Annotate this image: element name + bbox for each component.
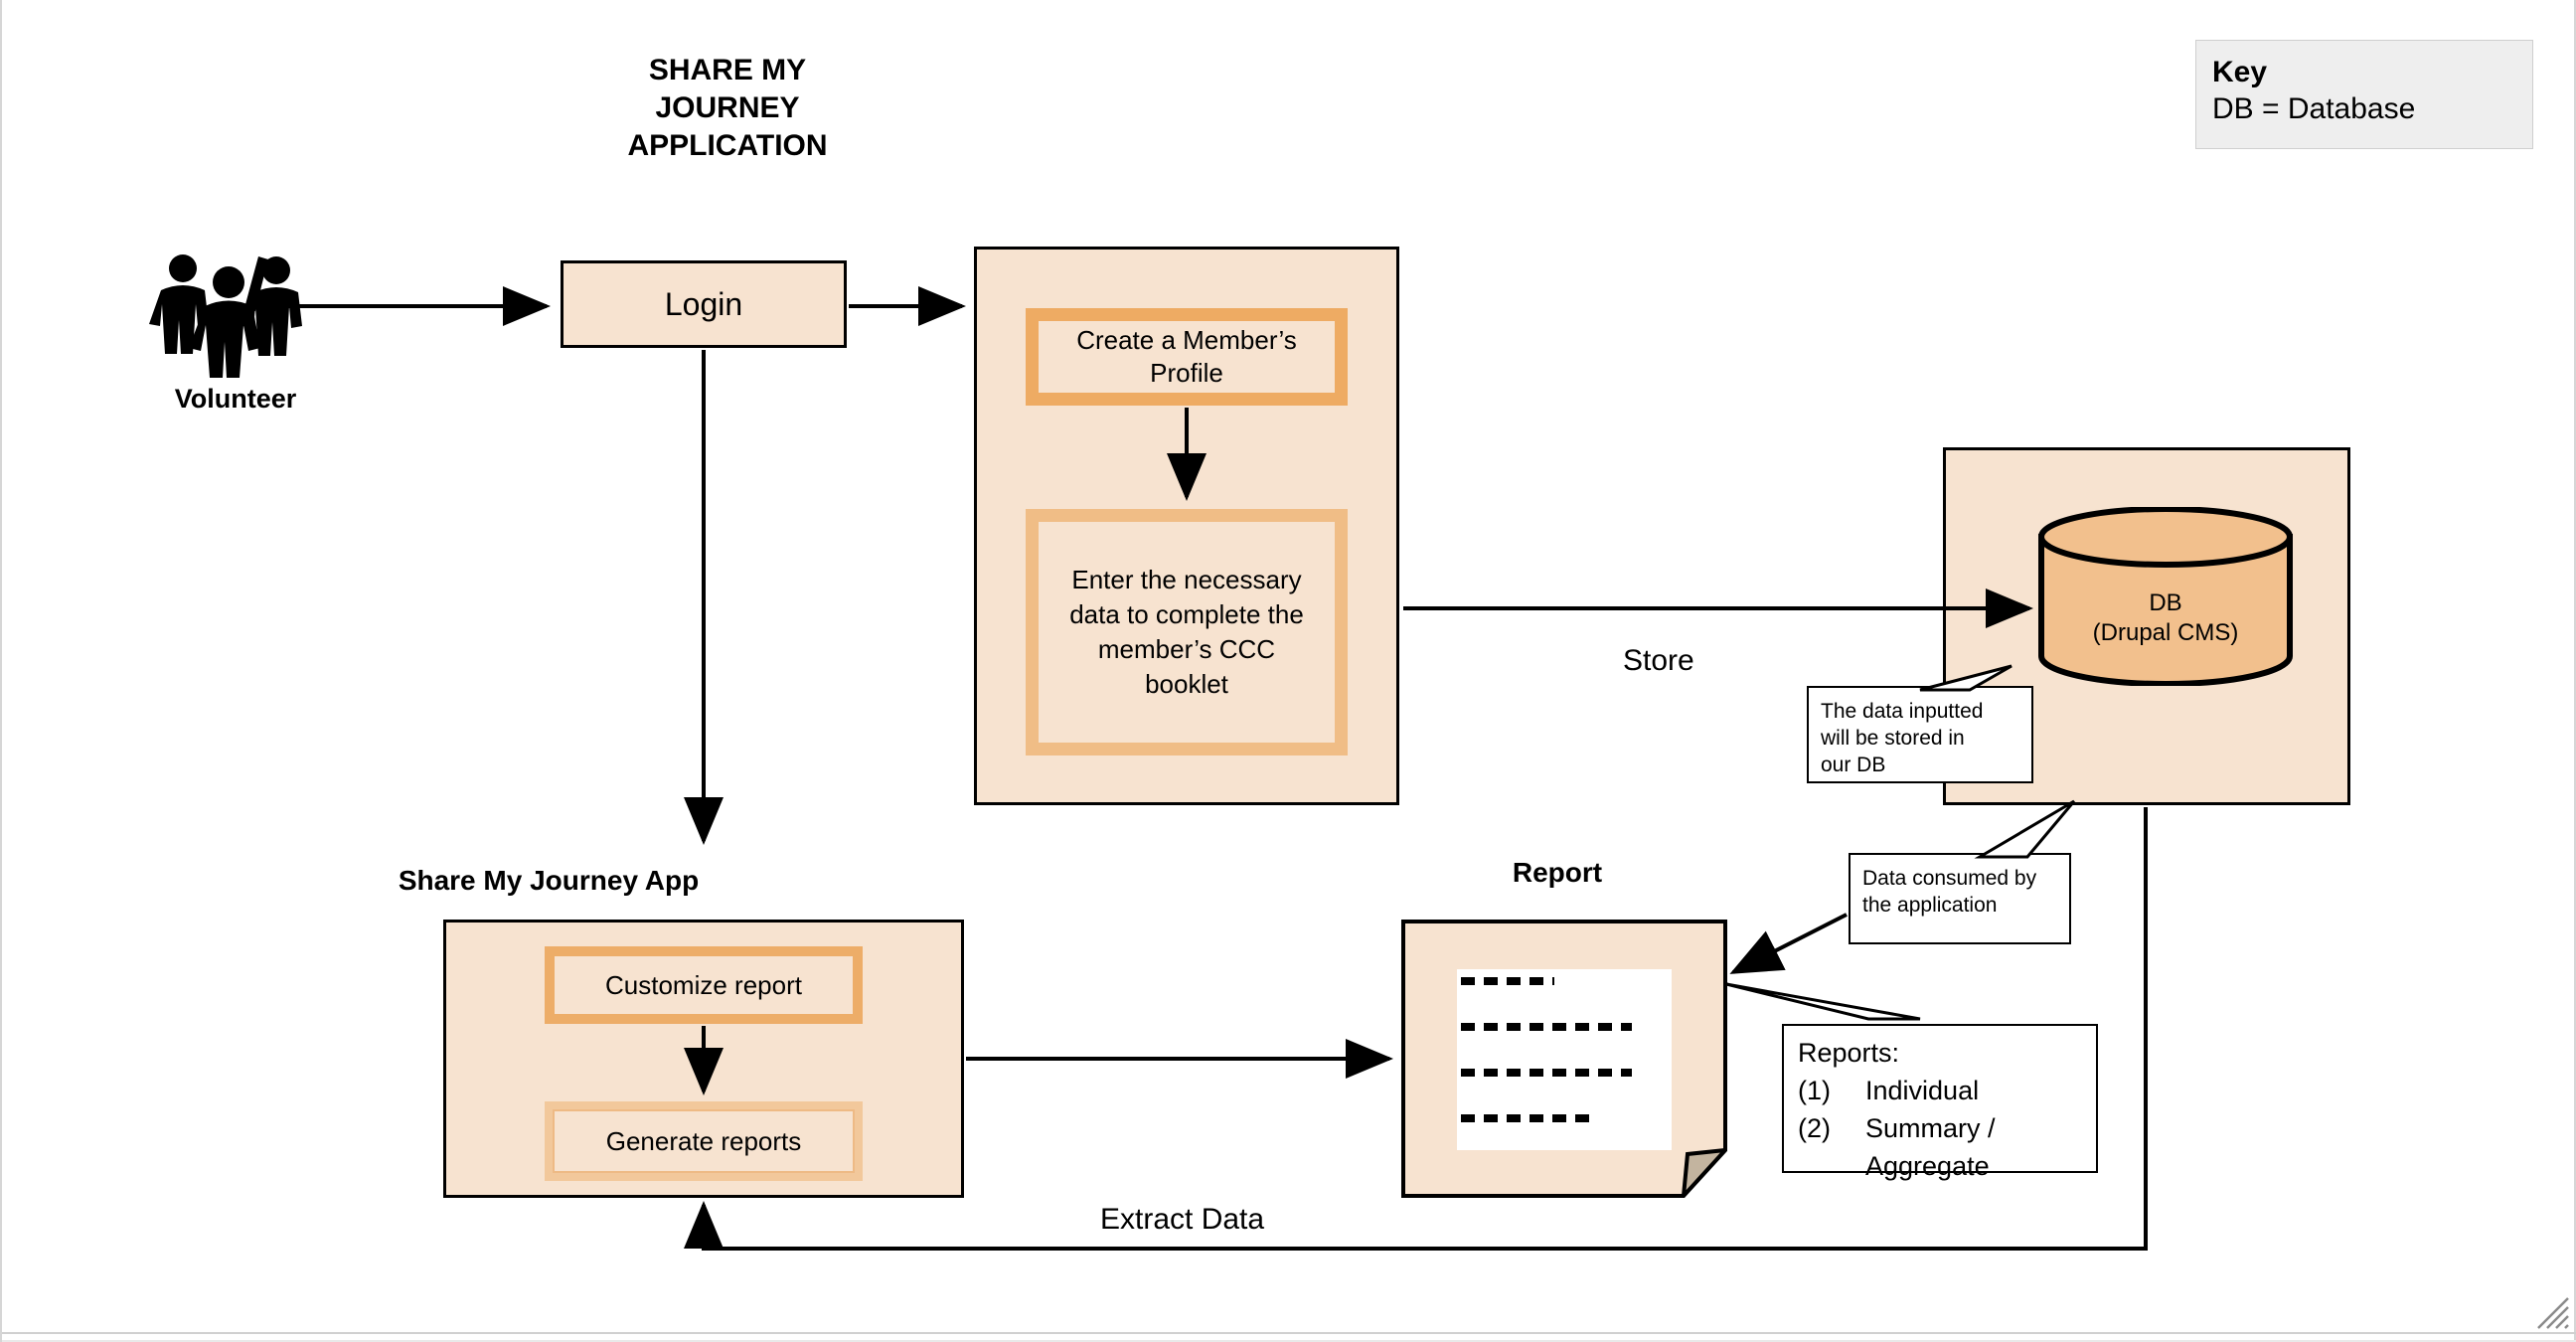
resize-grip-handle[interactable] (2536, 1296, 2570, 1330)
login-node[interactable]: Login (561, 260, 847, 348)
report-content-lines (1457, 969, 1676, 1158)
key-legend-box: Key DB = Database (2195, 40, 2533, 149)
reports-item-number: (2) (1798, 1113, 1831, 1143)
customize-report-node[interactable]: Customize report (545, 946, 863, 1024)
create-member-profile-label: Create a Member’s Profile (1076, 325, 1297, 388)
generate-reports-label: Generate reports (605, 1125, 802, 1156)
callout-consume-note: Data consumed by the application (1849, 853, 2071, 944)
key-heading: Key (2212, 56, 2268, 88)
volunteer-label: Volunteer (174, 384, 297, 414)
reports-item-text: Summary / Aggregate (1865, 1113, 1996, 1181)
callout-store-note: The data inputted will be stored in our … (1807, 686, 2033, 783)
key-definition: DB = Database (2212, 92, 2416, 125)
window-bottom-rule (2, 1332, 2576, 1334)
edge-consume-to-report (1729, 913, 1848, 974)
database-cylinder-icon (2037, 506, 2294, 687)
login-label: Login (664, 285, 743, 322)
window-bottom-rule-2 (2, 1340, 2576, 1342)
customize-report-label: Customize report (605, 969, 802, 1000)
report-title: Report (1512, 857, 1603, 888)
share-my-journey-app-title: Share My Journey App (398, 865, 700, 896)
list-item: (1) Individual (1798, 1072, 2082, 1109)
edge-label-extract-data: Extract Data (1100, 1203, 1265, 1236)
page-title: SHARE MY JOURNEY APPLICATION (627, 54, 828, 162)
reports-list-leader (1725, 982, 1921, 1021)
enter-data-label: Enter the necessary data to complete the… (1069, 565, 1304, 699)
reports-item-number: (1) (1798, 1076, 1831, 1105)
enter-data-node[interactable]: Enter the necessary data to complete the… (1026, 509, 1348, 755)
list-item: (2) Summary / Aggregate (1798, 1109, 2082, 1185)
people-group-icon (141, 249, 330, 383)
database-label: DB (Drupal CMS) (2092, 589, 2239, 646)
reports-list-box: Reports: (1) Individual (2) Summary / Ag… (1782, 1024, 2098, 1181)
callout-consume-leader (1974, 799, 2076, 859)
reports-item-text: Individual (1865, 1076, 1980, 1105)
reports-list-heading: Reports: (1798, 1038, 1900, 1068)
edge-label-store: Store (1623, 644, 1694, 677)
create-member-profile-node[interactable]: Create a Member’s Profile (1026, 308, 1348, 406)
generate-reports-node[interactable]: Generate reports (545, 1101, 863, 1181)
